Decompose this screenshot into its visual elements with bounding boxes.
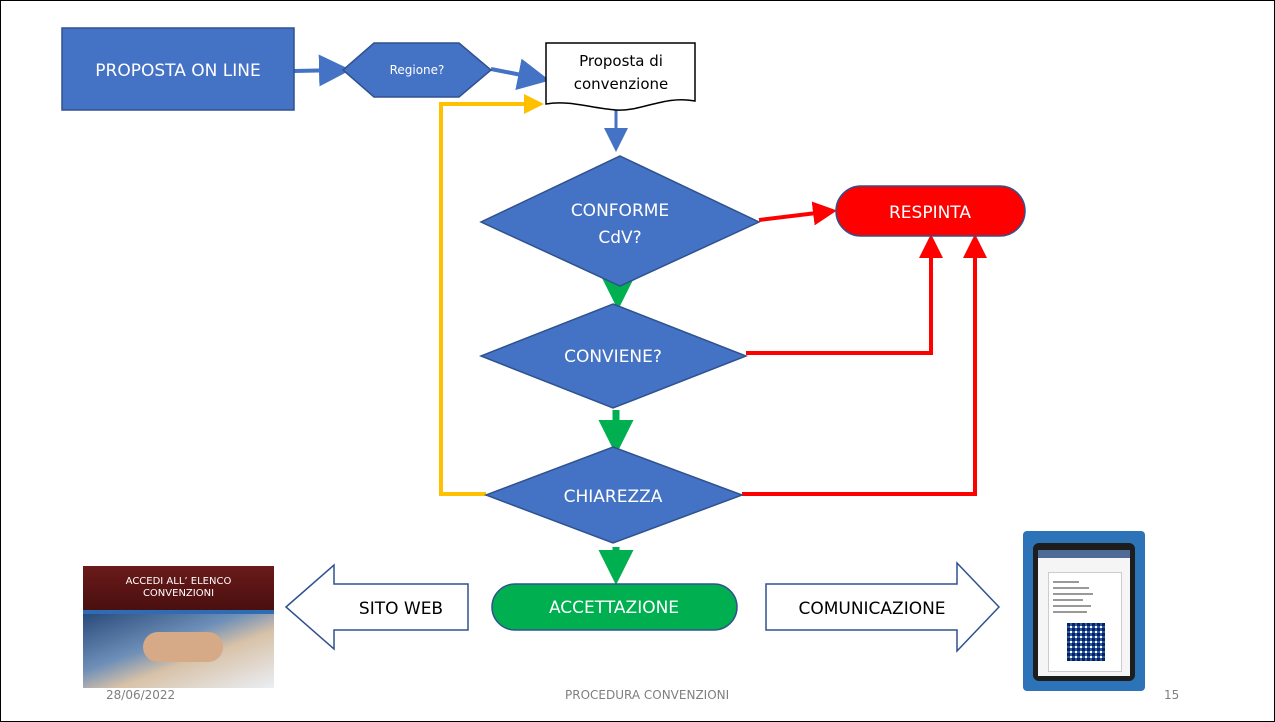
banner-line2: CONVENZIONI <box>142 588 215 599</box>
node-chiarezza: CHIAREZZA <box>483 446 745 544</box>
arrow-chiarezza-to-respinta <box>742 234 987 496</box>
node-proposta-online-label: PROPOSTA ON LINE <box>95 61 260 81</box>
tablet-app-bar <box>1038 550 1130 558</box>
footer-page-number: 15 <box>1164 688 1180 702</box>
node-conforme-cdv: CONFORME CdV? <box>479 155 761 287</box>
node-sito-web: SITO WEB <box>284 563 469 651</box>
tablet-screen <box>1033 543 1135 681</box>
node-comunicazione: COMUNICAZIONE <box>765 561 1001 653</box>
node-proposta-convenzione: Proposta di convenzione <box>545 42 696 111</box>
arrow-regione-to-proposta-doc <box>490 58 550 91</box>
banner-heading: ACCEDI ALL’ ELENCO CONVENZIONI <box>83 566 274 610</box>
footer-title: PROCEDURA CONVENZIONI <box>565 688 730 702</box>
node-conforme-line1: CONFORME <box>571 201 669 221</box>
qr-code-icon <box>1067 623 1105 661</box>
node-respinta-label: RESPINTA <box>889 203 971 223</box>
tablet-app-image <box>1023 531 1145 691</box>
footer-date: 28/06/2022 <box>106 688 176 702</box>
arrow-conforme-to-respinta <box>758 201 837 226</box>
arrow-conviene-to-respinta <box>746 234 943 355</box>
node-comunicazione-label: COMUNICAZIONE <box>798 599 945 619</box>
arrow-proposta-to-regione <box>293 54 351 87</box>
arrow-chiarezza-loop-back <box>439 94 544 496</box>
node-regione-label: Regione? <box>390 63 445 77</box>
node-accettazione-label: ACCETTAZIONE <box>549 598 679 618</box>
node-conviene: CONVIENE? <box>478 303 749 409</box>
convenzioni-banner-image: ACCEDI ALL’ ELENCO CONVENZIONI <box>83 566 274 688</box>
connectors <box>293 54 987 585</box>
handshake-photo <box>83 614 274 688</box>
tablet-app-view <box>1038 550 1130 676</box>
node-respinta: RESPINTA <box>835 185 1026 237</box>
node-accettazione: ACCETTAZIONE <box>491 583 738 631</box>
tablet-membership-card <box>1048 572 1122 672</box>
node-chiarezza-label: CHIAREZZA <box>564 487 663 507</box>
banner-stripe <box>83 610 274 614</box>
handshake-icon <box>143 632 223 662</box>
node-proposta-online: PROPOSTA ON LINE <box>61 27 295 111</box>
node-proposta-convenzione-line2: convenzione <box>574 75 669 93</box>
node-conforme-line2: CdV? <box>598 228 641 248</box>
node-sito-web-label: SITO WEB <box>359 599 443 619</box>
banner-line1: ACCEDI ALL’ ELENCO <box>125 576 232 587</box>
node-proposta-convenzione-line1: Proposta di <box>579 52 663 70</box>
node-conviene-label: CONVIENE? <box>564 347 662 367</box>
node-regione: Regione? <box>341 42 493 98</box>
